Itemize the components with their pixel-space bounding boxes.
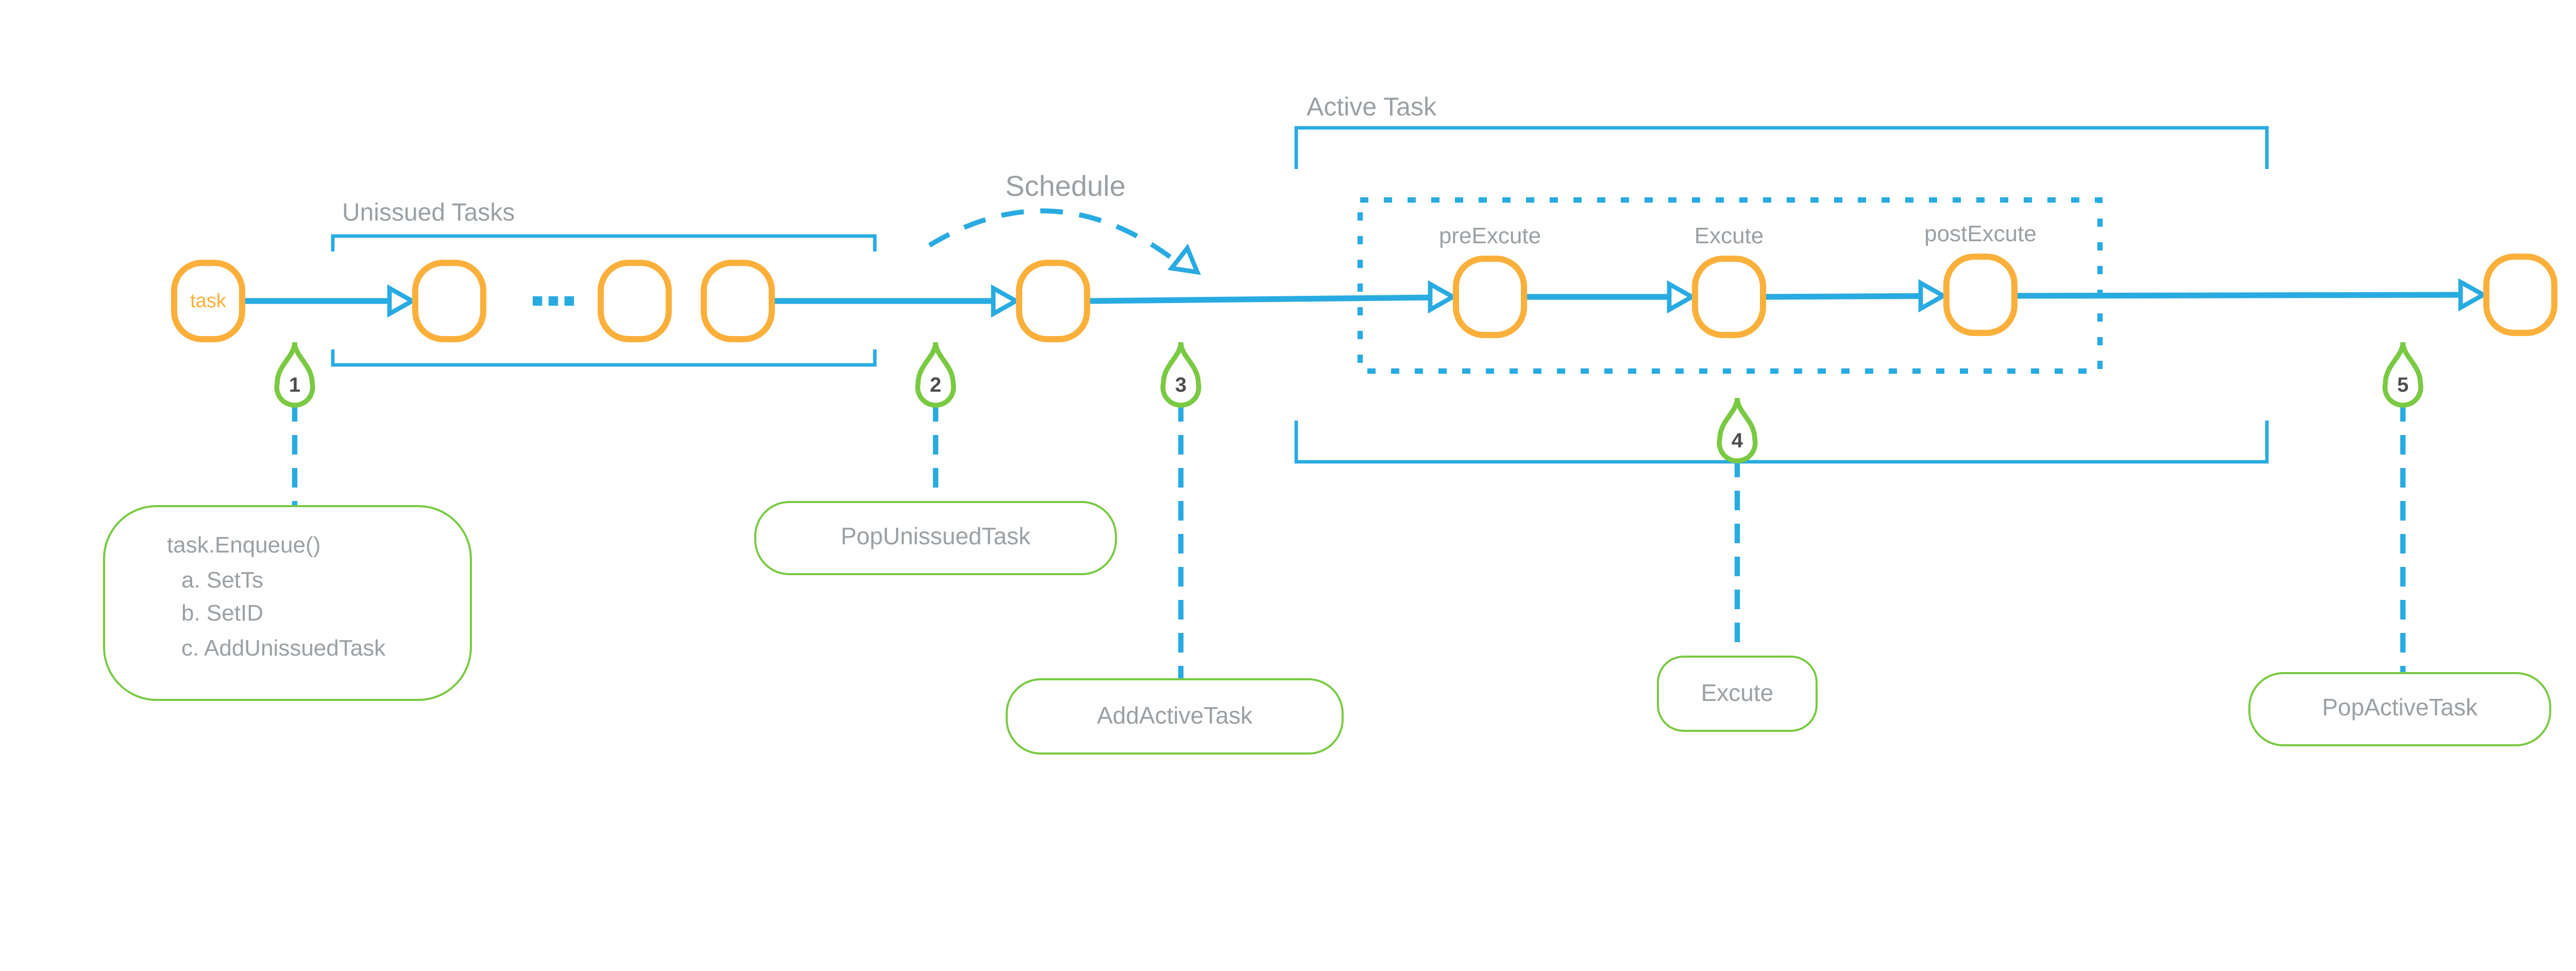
- flow-line-postexcute-to-done: [2017, 292, 2461, 299]
- node-postexcute: [1943, 254, 2018, 336]
- postexcute-label: postExcute: [1924, 223, 2037, 247]
- active-task-label: Active Task: [1307, 93, 1436, 122]
- node-unissued-2: [598, 260, 672, 342]
- node-preexcute: [1453, 256, 1527, 338]
- marker-number: 4: [1732, 429, 1743, 452]
- arrowhead-schedule: [991, 284, 1021, 318]
- unissued-tasks-bracket-bottom: [331, 349, 877, 367]
- ellipsis-dot: [564, 296, 574, 306]
- marker-4: 4: [1717, 397, 1758, 464]
- teardrop-icon: [274, 342, 315, 408]
- marker-number: 3: [1175, 374, 1187, 396]
- teardrop-icon: [2382, 342, 2424, 408]
- active-task-bracket-bottom: [1294, 421, 2269, 464]
- arrowhead-excute: [1667, 280, 1697, 314]
- teardrop-icon: [1717, 397, 1758, 464]
- callout-pop-active-task: PopActiveTask: [2248, 672, 2551, 746]
- arrowhead-done: [2458, 278, 2488, 312]
- arrowhead-preexcute: [1428, 280, 1458, 314]
- task-node-label: task: [190, 290, 226, 312]
- add-active-label: AddActiveTask: [1097, 704, 1252, 729]
- ellipsis-dot: [533, 296, 543, 306]
- preexcute-label: preExcute: [1438, 225, 1541, 249]
- teardrop-icon: [915, 342, 956, 408]
- node-task: task: [171, 260, 245, 342]
- marker-1: 1: [274, 342, 315, 408]
- callout-excute: Excute: [1657, 656, 1818, 732]
- enqueue-step: b. SetID: [181, 602, 263, 627]
- marker-2: 2: [915, 342, 956, 408]
- marker-5: 5: [2382, 342, 2424, 408]
- excute-label: Excute: [1694, 225, 1764, 249]
- unissued-tasks-bracket-top: [331, 234, 877, 252]
- pop-active-label: PopActiveTask: [2322, 697, 2478, 722]
- callout-pop-unissued-task: PopUnissuedTask: [754, 501, 1117, 575]
- node-unissued-3: [701, 260, 775, 342]
- marker-number: 5: [2397, 374, 2409, 396]
- pop-unissued-label: PopUnissuedTask: [840, 526, 1031, 550]
- unissued-tasks-label: Unissued Tasks: [342, 198, 515, 227]
- teardrop-icon: [1160, 342, 1201, 408]
- ellipsis-dot: [548, 296, 558, 306]
- arrowhead-queue: [387, 284, 417, 318]
- node-unissued-1: [412, 260, 486, 342]
- schedule-arc-arrowhead: [1167, 243, 1201, 275]
- marker-number: 2: [930, 374, 941, 396]
- enqueue-step: a. SetTs: [181, 568, 263, 593]
- callout-enqueue: task.Enqueue() a. SetTs b. SetID c. AddU…: [103, 505, 472, 701]
- node-scheduled: [1016, 260, 1090, 342]
- node-finished: [2483, 254, 2557, 336]
- schedule-label: Schedule: [1005, 169, 1126, 202]
- excute-callout-label: Excute: [1701, 681, 1774, 706]
- marker-number: 1: [289, 374, 300, 396]
- flow-line-excute-to-postexcute: [1766, 293, 1921, 300]
- arrowhead-postexcute: [1918, 279, 1948, 313]
- schedule-arc: [928, 208, 1178, 264]
- active-task-bracket-top: [1294, 126, 2269, 169]
- excute-hooks-dotted-box: [1357, 197, 2103, 374]
- enqueue-step: c. AddUnissuedTask: [181, 636, 386, 661]
- node-excute: [1692, 256, 1766, 338]
- flow-line-schedule-to-preexcute: [1090, 294, 1431, 304]
- marker-3: 3: [1160, 342, 1201, 408]
- enqueue-title: task.Enqueue(): [167, 534, 321, 559]
- callout-add-active-task: AddActiveTask: [1006, 678, 1344, 755]
